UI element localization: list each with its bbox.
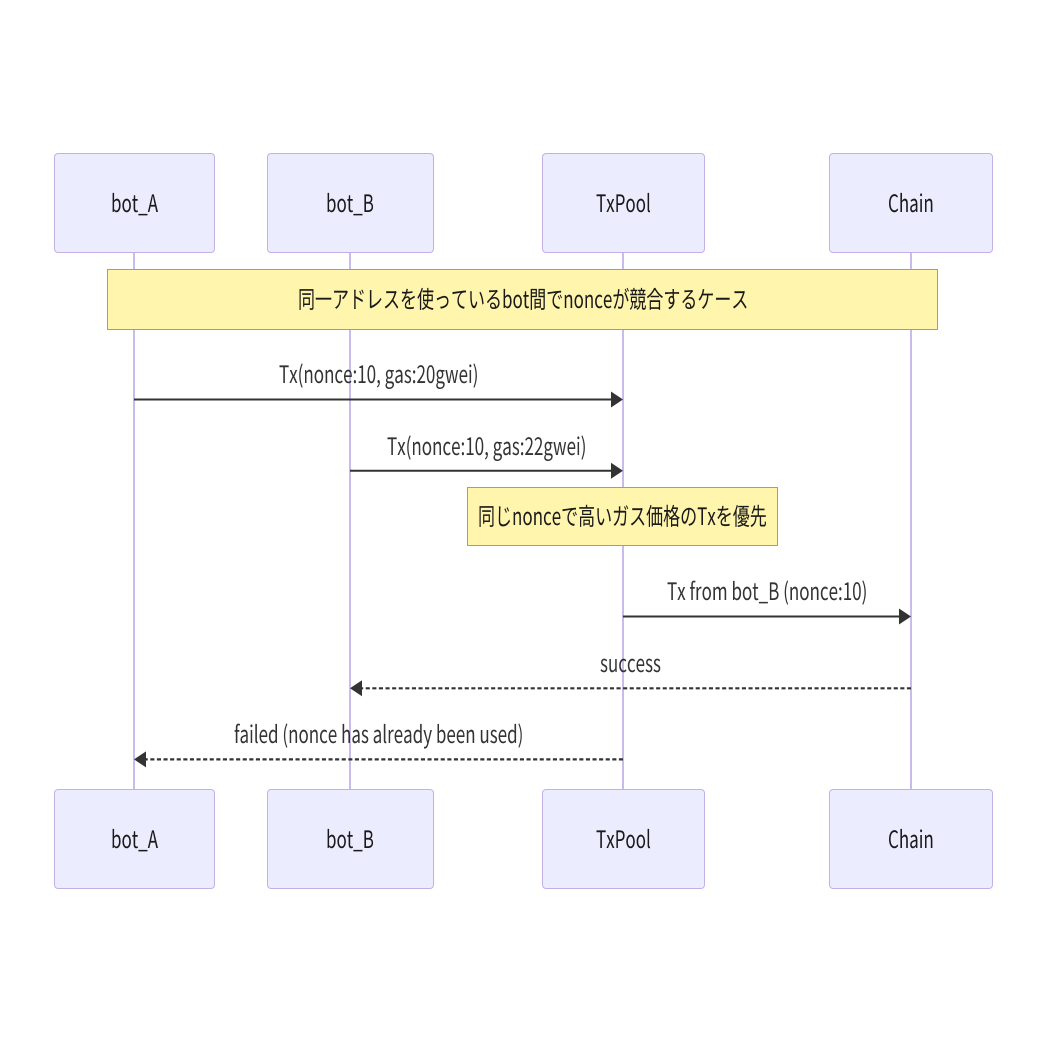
- note-2: 同じnonceで高いガス価格のTxを優先: [467, 487, 778, 546]
- arrowhead-4: [350, 680, 362, 697]
- actor-top-bot_a: bot_A: [54, 153, 215, 253]
- actor-bottom-txpool: TxPool: [541, 788, 705, 889]
- lifeline-chain: [910, 253, 912, 789]
- message-label-glyphs-3: [667, 580, 866, 605]
- actor-bottom-chain: Chain: [829, 788, 993, 889]
- actor-top-chain: Chain: [829, 153, 993, 253]
- message-label-glyphs-4: [600, 658, 661, 673]
- actor-top-bot_b: bot_B: [266, 153, 434, 253]
- lifeline-bot_a: [133, 253, 135, 789]
- actor-bottom-bot_a: bot_A: [54, 788, 215, 889]
- message-label-glyphs-2: [387, 434, 585, 461]
- actor-bottom-bot_b: bot_B: [266, 788, 434, 889]
- lifeline-bot_b: [349, 253, 351, 789]
- message-label-glyphs-1: [279, 363, 477, 390]
- note-1: 同一アドレスを使っているbot間でnonceが競合するケース: [107, 269, 939, 330]
- arrowhead-5: [134, 751, 146, 768]
- message-label-glyphs-5: [234, 723, 522, 749]
- actor-top-txpool: TxPool: [541, 153, 705, 253]
